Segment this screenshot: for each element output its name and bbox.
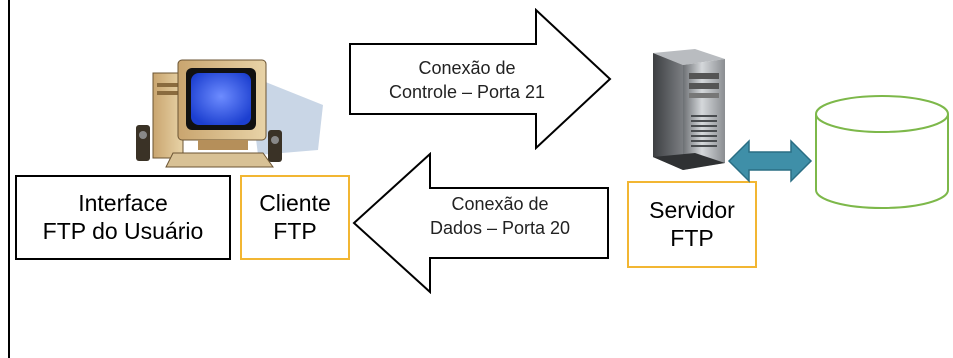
tower-server-icon (653, 49, 725, 170)
server-label: Servidor FTP (649, 196, 735, 251)
control-arrow-label: Conexão de Controle – Porta 21 (388, 58, 546, 103)
interface-box: Interface FTP do Usuário (15, 175, 231, 260)
storage-cylinder-icon (815, 95, 949, 209)
data-arrow (352, 152, 609, 294)
interface-label: Interface FTP do Usuário (42, 189, 204, 244)
control-arrow (349, 8, 612, 150)
slide-left-border (8, 0, 10, 358)
server-box: Servidor FTP (627, 181, 757, 268)
data-arrow-label: Conexão de Dados – Porta 20 (429, 194, 571, 239)
desktop-computer-icon (136, 59, 323, 168)
bidirectional-arrow (727, 139, 813, 183)
client-label: Cliente FTP (259, 189, 331, 244)
client-box: Cliente FTP (240, 175, 350, 260)
